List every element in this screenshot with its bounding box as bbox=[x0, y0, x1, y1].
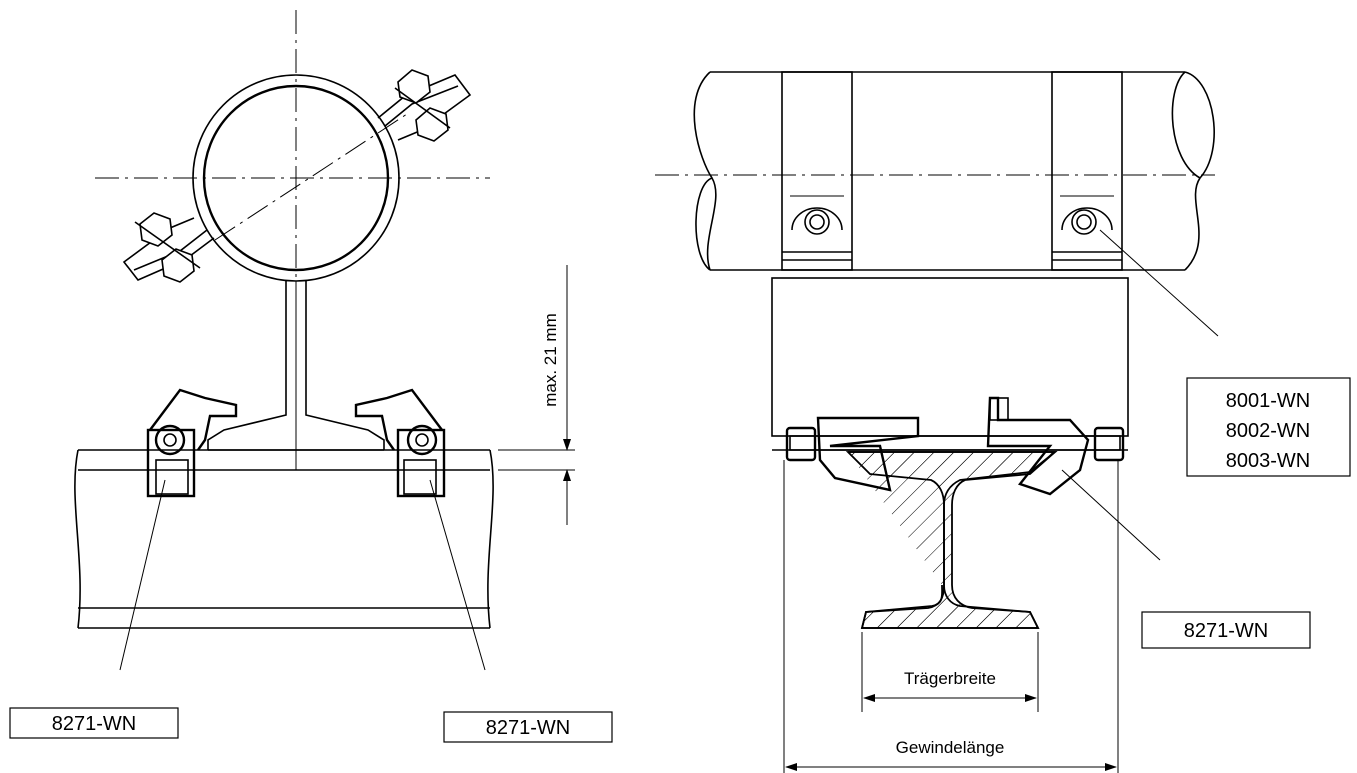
pipe-clamp-left bbox=[781, 71, 853, 271]
beam-clamp-right bbox=[354, 388, 446, 498]
beam-clamp-right-part bbox=[986, 396, 1090, 496]
dimension-max-label: max. 21 mm bbox=[541, 313, 560, 407]
label-box-beam-clamp bbox=[1141, 611, 1311, 649]
label-8001: 8001-WN bbox=[1226, 390, 1310, 412]
dimension-flange-label: Trägerbreite bbox=[904, 669, 996, 688]
bolt-lower-left-icon bbox=[134, 212, 201, 283]
label-8271-right: 8271-WN bbox=[486, 717, 570, 739]
label-8002: 8002-WN bbox=[1226, 420, 1310, 442]
label-box-right bbox=[443, 711, 613, 743]
threaded-rod bbox=[785, 426, 1125, 462]
base-plate bbox=[771, 277, 1129, 437]
diagonal-centre-line bbox=[214, 111, 411, 241]
label-8271-beam-clamp: 8271-WN bbox=[1184, 620, 1268, 642]
dimension-thread-label: Gewindelänge bbox=[896, 738, 1005, 757]
beam-break-left bbox=[74, 449, 81, 629]
label-box-pipe-clamps bbox=[1186, 377, 1351, 477]
left-view: max. 21 mm 8271-WN 8271-WN bbox=[9, 10, 613, 743]
beam-break-right bbox=[487, 449, 494, 629]
label-box-left bbox=[9, 707, 179, 739]
beam-clamp-left-part bbox=[816, 416, 920, 492]
t-support bbox=[207, 281, 385, 450]
right-view: Trägerbreite Gewindelänge 8001-WN 8002-W… bbox=[655, 71, 1351, 773]
pipe-section bbox=[202, 84, 390, 272]
pipe-clamp-right bbox=[1051, 71, 1123, 271]
label-8271-left: 8271-WN bbox=[52, 713, 136, 735]
beam-clamp-left bbox=[146, 388, 238, 498]
beam-lines bbox=[78, 449, 490, 629]
label-8003: 8003-WN bbox=[1226, 450, 1310, 472]
bolt-upper-right-icon bbox=[394, 69, 451, 142]
